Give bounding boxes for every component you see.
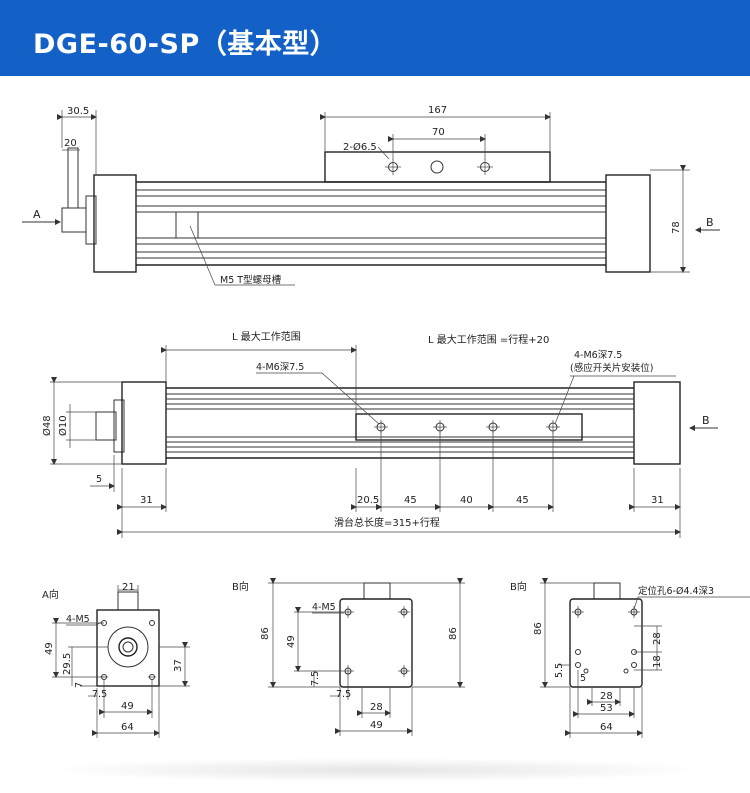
dim-5: 5 bbox=[96, 474, 102, 485]
footer-shadow bbox=[40, 758, 710, 782]
view-a-label: A向 bbox=[42, 588, 59, 601]
view-a-dim-7: 7 bbox=[74, 682, 85, 688]
view-b1-body bbox=[339, 598, 413, 688]
view-a: A向 21 4-M5 49 29.5 7 7.5 bbox=[42, 582, 190, 738]
view-b1-label: B向 bbox=[232, 580, 249, 593]
view-b2-hole-8 bbox=[623, 668, 629, 674]
view-b2-dim-5: 5 bbox=[580, 673, 586, 684]
dim-20-5: 20.5 bbox=[357, 495, 379, 506]
view-b2-dim-86: 86 bbox=[533, 622, 544, 635]
view-a-body bbox=[96, 609, 160, 687]
view-b1-dim-49-h: 49 bbox=[370, 720, 383, 731]
top-right-endcap bbox=[605, 174, 651, 273]
view-a-flange-circle bbox=[107, 626, 149, 668]
view-b2-hole-6 bbox=[631, 662, 637, 668]
dim-78: 78 bbox=[671, 221, 682, 234]
view-b2-label: B向 bbox=[510, 580, 527, 593]
dia-10: Ø10 bbox=[57, 415, 69, 436]
dim-45-b: 45 bbox=[516, 495, 529, 506]
view-a-dim-29-5: 29.5 bbox=[62, 653, 73, 675]
view-b1-dim-7-5-h: 7.5 bbox=[336, 689, 351, 700]
side-hole-label-left: 4-M6深7.5 bbox=[256, 362, 304, 373]
hole-label-2-d6-5: 2-Ø6.5 bbox=[343, 141, 377, 153]
dim-45-a: 45 bbox=[404, 495, 417, 506]
side-flange bbox=[113, 399, 125, 453]
view-a-dim-37: 37 bbox=[173, 659, 184, 672]
view-b1-dim-49: 49 bbox=[286, 635, 297, 648]
side-hole-label-right-note: (感应开关片安装位) bbox=[570, 362, 653, 374]
dim-31-right: 31 bbox=[651, 495, 664, 506]
dim-30-5: 30.5 bbox=[67, 106, 89, 117]
view-b2-top-block bbox=[593, 582, 621, 600]
view-a-dim-49-v: 49 bbox=[44, 642, 55, 655]
view-b2-hole-7 bbox=[583, 668, 589, 674]
view-b1-dim-86-left: 86 bbox=[260, 627, 271, 640]
side-hole-label-right: 4-M6深7.5 bbox=[574, 350, 622, 361]
side-view: L 最大工作范围 L 最大工作范围 =行程+20 4-M6深7.5 4-M6深7… bbox=[41, 330, 718, 538]
dim-31-left: 31 bbox=[140, 495, 153, 506]
top-carriage-plate bbox=[324, 151, 551, 183]
view-a-dim-49-h: 49 bbox=[121, 701, 134, 712]
top-left-endcap bbox=[93, 174, 137, 273]
dia-48: Ø48 bbox=[41, 415, 53, 436]
side-arrow-b-label: B bbox=[702, 414, 710, 427]
side-carriage bbox=[355, 413, 583, 441]
view-a-dim-64: 64 bbox=[121, 722, 134, 733]
view-b2-body bbox=[569, 598, 643, 688]
slot-label: M5 T型螺母槽 bbox=[220, 274, 282, 286]
view-b2-dim-28: 28 bbox=[652, 632, 663, 645]
side-right-endcap bbox=[633, 381, 681, 465]
view-b1-top-block bbox=[363, 582, 391, 600]
view-b1-dim-7-5-v: 7.5 bbox=[310, 671, 321, 686]
dim-20: 20 bbox=[64, 138, 77, 149]
view-b1-dim-86-right: 86 bbox=[448, 627, 459, 640]
dim-70: 70 bbox=[432, 127, 445, 138]
view-b2: B向 定位孔6-Ø4.4深3 86 28 18 5.5 bbox=[510, 578, 750, 738]
arrow-b-label: B bbox=[706, 216, 714, 229]
arrow-a-label: A bbox=[33, 208, 41, 221]
top-view: 30.5 20 167 70 2-Ø6.5 78 A B M5 T型螺母槽 bbox=[22, 105, 720, 286]
view-a-dim-21: 21 bbox=[122, 582, 135, 593]
view-b2-dim-18: 18 bbox=[652, 655, 663, 668]
view-b2-hole-label: 定位孔6-Ø4.4深3 bbox=[638, 585, 714, 597]
top-center-hole bbox=[430, 160, 444, 174]
header-bar: DGE-60-SP（基本型） bbox=[0, 0, 750, 76]
l-work-range-label: L 最大工作范围 bbox=[232, 330, 301, 343]
dim-167: 167 bbox=[428, 105, 447, 116]
view-b2-dim-28-h: 28 bbox=[600, 691, 613, 702]
view-b2-dim-64: 64 bbox=[600, 722, 613, 733]
view-b2-hole-5 bbox=[575, 662, 581, 668]
view-a-dim-7-5: 7.5 bbox=[92, 689, 107, 700]
top-flange bbox=[85, 195, 97, 245]
view-a-hole-2 bbox=[149, 620, 155, 626]
view-b1: B向 4-M5 86 49 7.5 86 7.5 bbox=[232, 578, 465, 736]
dim-40: 40 bbox=[460, 495, 473, 506]
view-b1-hole-label: 4-M5 bbox=[312, 602, 336, 613]
view-b2-dim-53: 53 bbox=[600, 703, 613, 714]
view-b2-dim-5-5: 5.5 bbox=[554, 663, 565, 678]
view-a-shaft-circle bbox=[118, 637, 138, 657]
view-a-hole-label: 4-M5 bbox=[66, 614, 90, 625]
total-length-label: 滑台总长度=315+行程 bbox=[334, 516, 440, 529]
view-b1-dim-28: 28 bbox=[370, 702, 383, 713]
page-title: DGE-60-SP（基本型） bbox=[33, 29, 338, 60]
side-left-endcap bbox=[121, 381, 167, 465]
l-work-range-stroke-label: L 最大工作范围 =行程+20 bbox=[428, 333, 549, 346]
view-b2-hole-3 bbox=[575, 649, 581, 655]
view-a-shaft-block bbox=[117, 591, 139, 611]
top-shaft-tip bbox=[67, 147, 79, 209]
top-coupler bbox=[61, 207, 87, 233]
side-shaft bbox=[95, 411, 117, 441]
